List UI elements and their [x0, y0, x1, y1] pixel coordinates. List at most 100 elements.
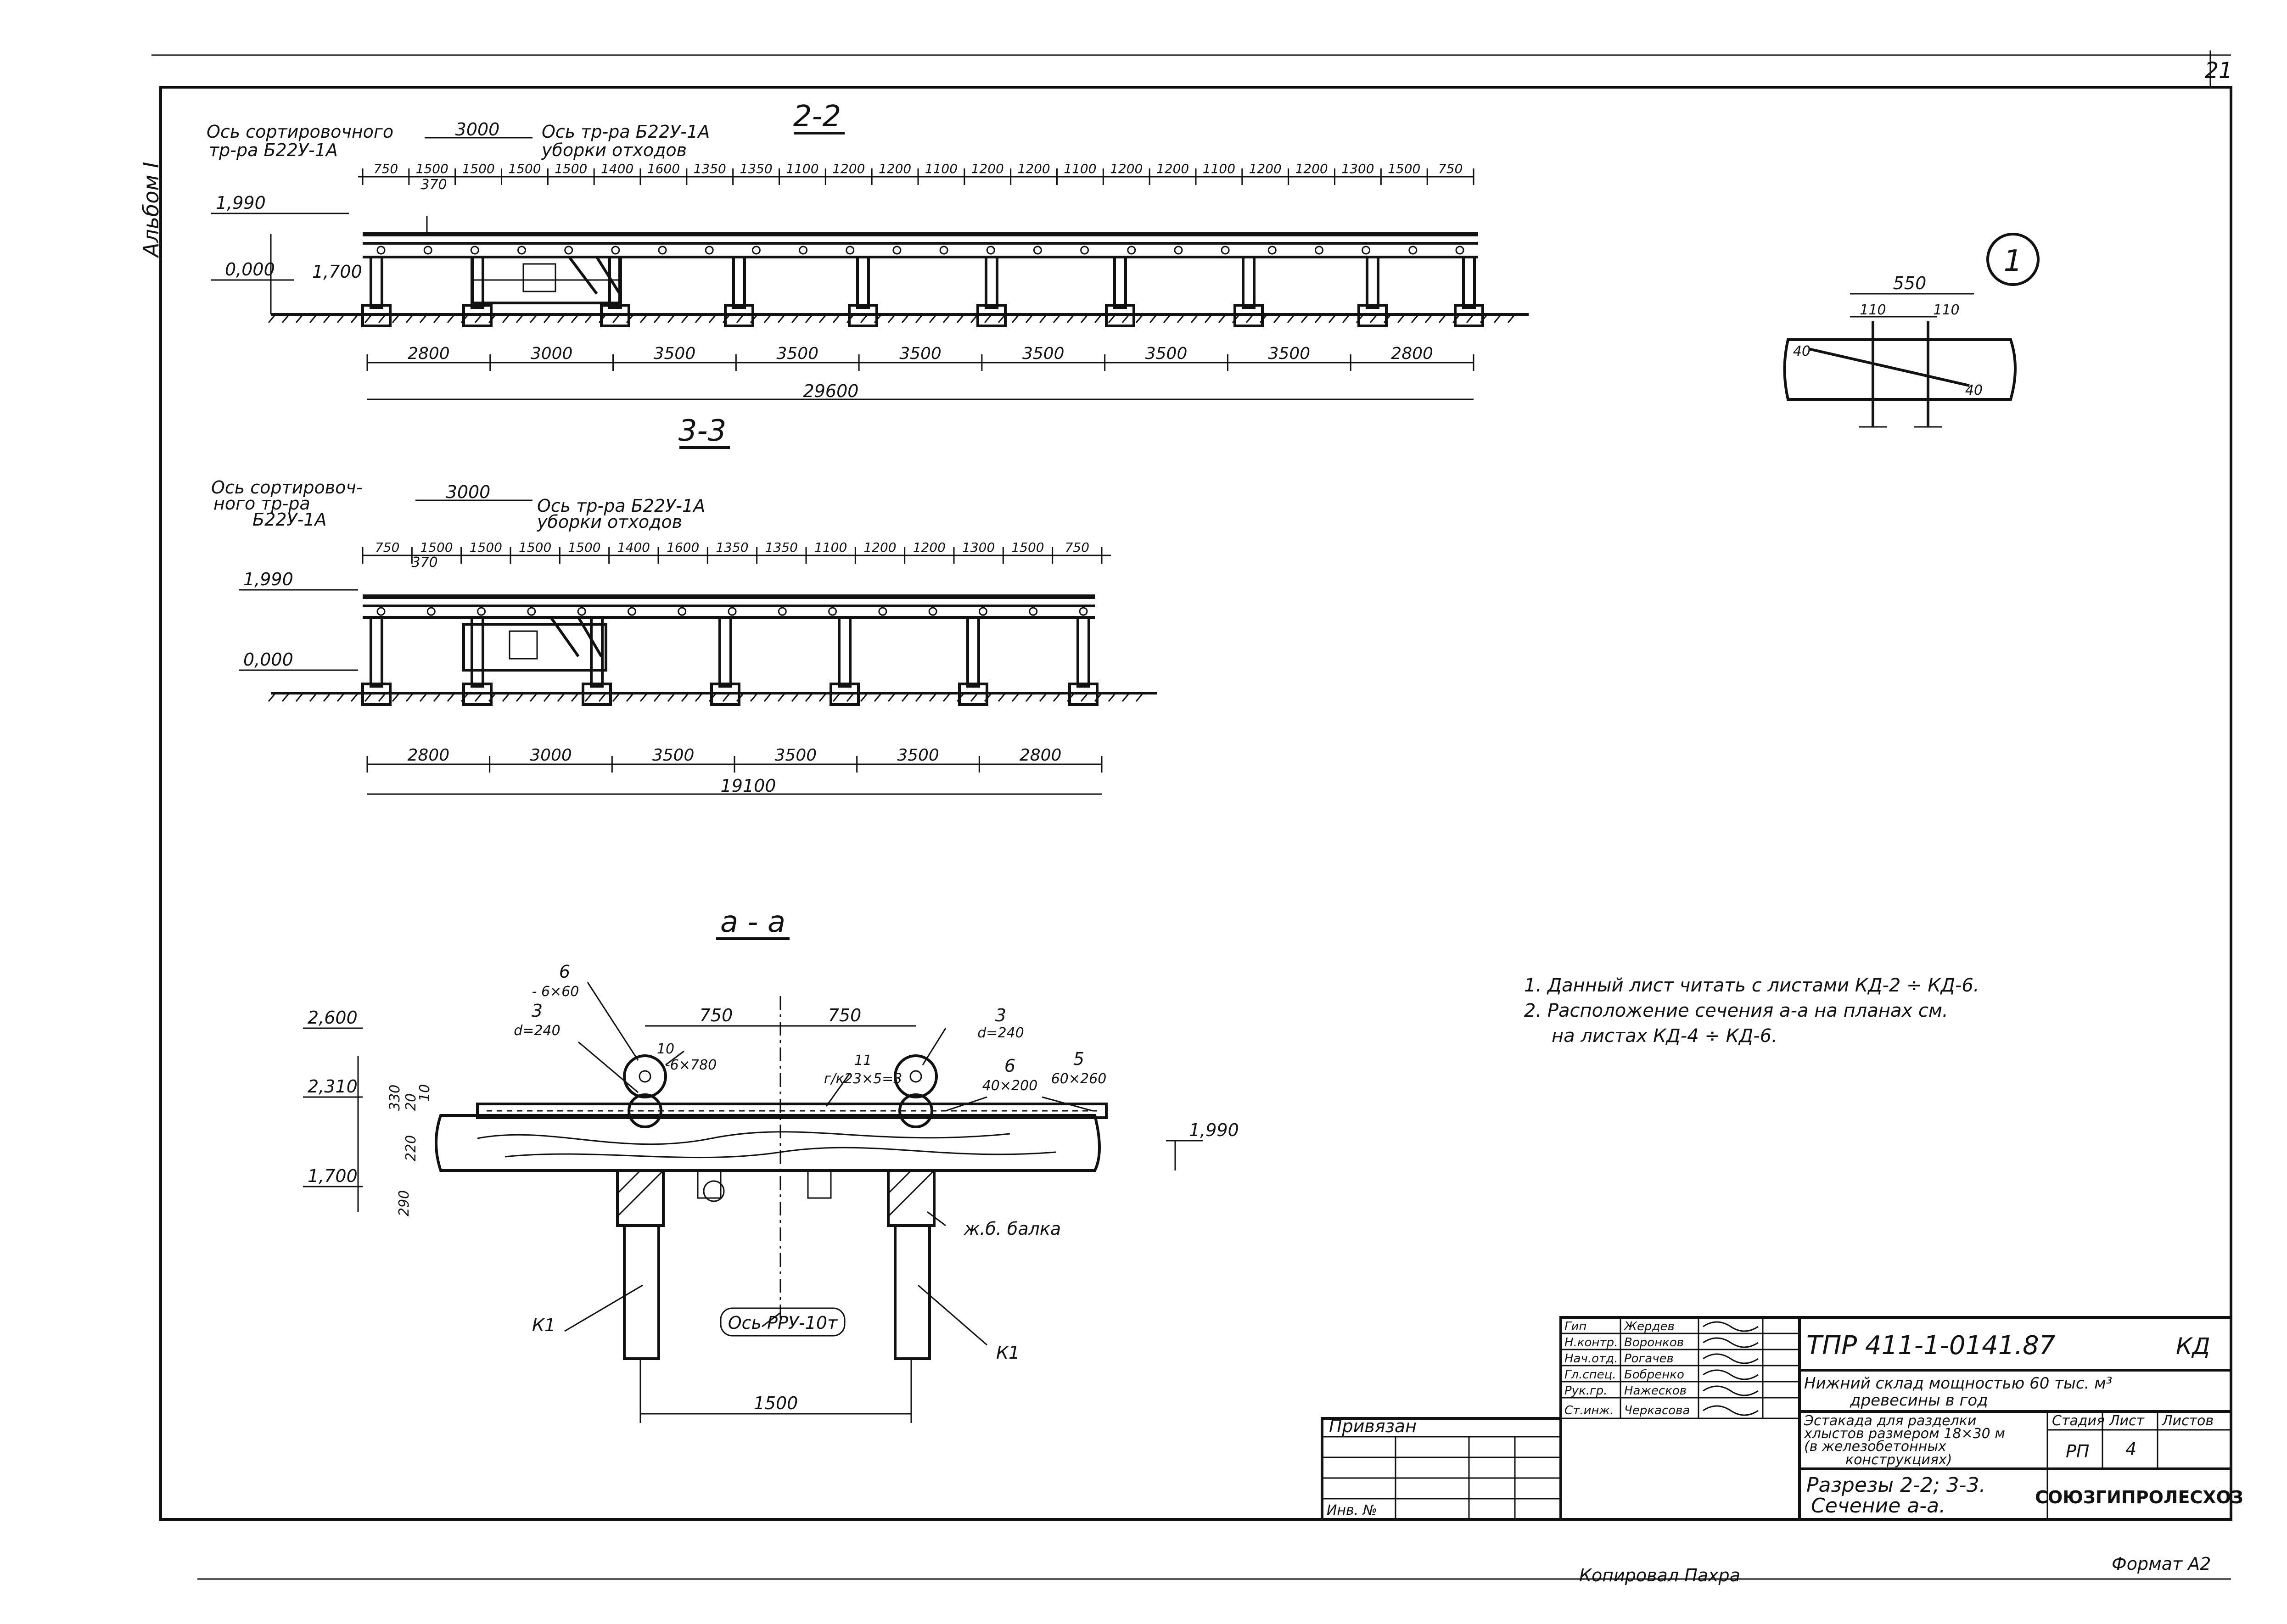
section-a-a-level-1990: 1,990: [1189, 1120, 1239, 1140]
callout-3-left-mark: 3: [532, 1001, 543, 1021]
section-3-3-top-span-8: 1350: [765, 540, 798, 555]
page-number: 21: [2204, 58, 2232, 84]
tb-mark: КД: [2176, 1333, 2210, 1360]
ground-hatch: [1314, 314, 1323, 323]
section-3-3-top-span-1: 1500: [420, 540, 453, 555]
section-a-a-level-2600: 2,600: [308, 1008, 358, 1028]
ground-hatch: [667, 693, 676, 702]
column: [608, 256, 622, 309]
section-2-2-top-span-14: 1200: [1017, 161, 1050, 176]
ground-hatch: [887, 693, 896, 702]
tb-role-2: Нач.отд.: [1564, 1352, 1618, 1366]
ground-hatch: [1163, 314, 1172, 323]
section-2-2-top-span-15: 1100: [1064, 161, 1096, 176]
note-1: 1. Данный лист читать с листами КД-2 ÷ К…: [1524, 975, 1979, 996]
section-2-2: 2-2 Ось сортировочного тр-ра Б22У-1А Ось…: [207, 100, 1529, 401]
section-2-2-sort-axis-line2: тр-ра Б22У-1А: [209, 140, 338, 160]
tb-object-line1: Нижний склад мощностью 60 тыс. м³: [1804, 1374, 2112, 1393]
section-2-2-dim-3000: 3000: [455, 119, 500, 140]
signature-mark: [1703, 1369, 1759, 1380]
ground-hatch: [1300, 314, 1309, 323]
section-3-3-dim-3000: 3000: [446, 482, 491, 502]
roller: [1362, 246, 1371, 255]
ground-hatch: [887, 314, 896, 323]
section-3-3-sort-axis-line2: ного тр-ра: [213, 493, 310, 514]
tb-role-4: Рук.гр.: [1564, 1384, 1607, 1398]
section-3-3-sort-axis-line3: Б22У-1А: [252, 510, 326, 530]
ground-hatch: [998, 314, 1006, 323]
ground-hatch: [750, 314, 758, 323]
section-3-3-bottom-span-1: 3000: [530, 746, 572, 765]
roller: [477, 607, 486, 616]
ground-hatch: [281, 693, 290, 702]
signature-mark: [1703, 1405, 1759, 1416]
ground-hatch: [653, 693, 662, 702]
ground-hatch: [392, 314, 400, 323]
roller: [564, 246, 573, 255]
ground-hatch: [350, 693, 359, 702]
roller: [846, 246, 855, 255]
callout-5-mark: 5: [1073, 1049, 1084, 1069]
ground-hatch: [708, 693, 717, 702]
section-2-2-top-span-9: 1100: [786, 161, 818, 176]
ground-hatch: [268, 693, 276, 702]
ground-hatch: [915, 314, 924, 323]
section-2-2-top-span-7: 1350: [694, 161, 726, 176]
section-3-3-waste-axis-line1: Ось тр-ра Б22У-1А: [537, 496, 705, 516]
roller: [978, 607, 987, 616]
section-a-a-level-1700: 1,700: [308, 1166, 358, 1186]
section-a-a-span-750-right: 750: [828, 1005, 862, 1025]
roller: [1029, 607, 1038, 616]
ground-hatch: [860, 693, 869, 702]
callout-10-mark: 10: [657, 1041, 674, 1057]
section-3-3-bottom-span-4: 3500: [897, 746, 939, 765]
column: [732, 256, 746, 309]
detail-1: 1 550 110 110 40 40: [1783, 233, 2040, 428]
roller: [1221, 246, 1230, 255]
section-3-3-top-span-2: 1500: [470, 540, 502, 555]
callout-6-right-size: 40×200: [982, 1078, 1038, 1094]
tb-name-1: Воронков: [1624, 1336, 1684, 1350]
ground-hatch: [874, 693, 882, 702]
ground-hatch: [1094, 314, 1103, 323]
label-axis-rru: Ось РРУ-10т: [728, 1313, 838, 1333]
section-3-3: 3-3 Ось сортировоч- ного тр-ра Б22У-1А О…: [211, 414, 1157, 796]
ground-hatch: [1438, 314, 1447, 323]
detail-1-mark: 1: [2004, 244, 2023, 278]
sheet-frame: [151, 50, 2232, 1580]
ground-hatch: [1039, 693, 1048, 702]
ground-hatch: [791, 693, 800, 702]
section-a-a-vdim-10: 10: [417, 1084, 433, 1102]
signature-mark: [1703, 1337, 1759, 1348]
tb-structure-line4: конструкциях): [1845, 1452, 1952, 1468]
section-3-3-sort-axis-line1: Ось сортировоч-: [211, 477, 363, 498]
section-2-2-bottom-span-7: 3500: [1268, 344, 1311, 363]
ground-hatch: [584, 693, 593, 702]
signature-mark: [1703, 1321, 1759, 1332]
ground-hatch: [970, 314, 979, 323]
ground-hatch: [433, 693, 442, 702]
section-3-3-top-span-14: 750: [1065, 540, 1089, 555]
section-2-2-bottom-span-0: 2800: [408, 344, 450, 363]
ground-hatch: [750, 693, 758, 702]
section-3-3-level-1990: 1,990: [243, 569, 293, 589]
callout-3-left-size: d=240: [514, 1023, 560, 1039]
section-a-a-vdim-330: 330: [387, 1085, 403, 1111]
tb-name-0: Жердев: [1623, 1320, 1675, 1333]
section-3-3-bottom-span-0: 2800: [408, 746, 450, 765]
ground-hatch: [956, 314, 965, 323]
column: [856, 256, 870, 309]
section-2-2-top-span-16: 1200: [1110, 161, 1143, 176]
tb-role-3: Гл.спец.: [1564, 1368, 1616, 1382]
roller: [658, 246, 667, 255]
column: [471, 616, 484, 688]
ground-hatch: [1411, 314, 1419, 323]
detail-1-dim-40-right: 40: [1965, 382, 1983, 398]
ground-hatch: [1342, 314, 1351, 323]
ground-hatch: [502, 314, 510, 323]
ground-hatch: [1053, 693, 1061, 702]
tb-role-0: Гип: [1564, 1320, 1586, 1333]
column: [1113, 256, 1127, 309]
ground-hatch: [956, 693, 965, 702]
tb-org: СОЮЗГИПРОЛЕСХОЗ: [2035, 1487, 2243, 1507]
